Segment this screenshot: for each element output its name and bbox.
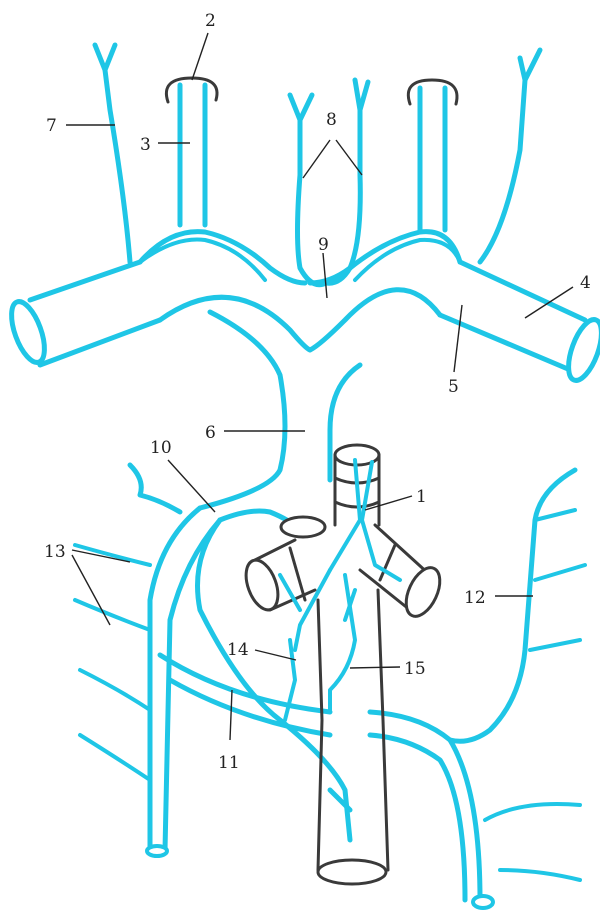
leader-8a	[303, 140, 330, 178]
leader-10	[168, 460, 215, 512]
number-labels: 1 2 3 4 5 6 7 8 9 10 11 12 13 14 15	[44, 11, 591, 773]
label-11: 11	[218, 753, 240, 773]
label-13: 13	[44, 542, 66, 562]
right-side-veins	[450, 470, 585, 880]
leader-11	[230, 690, 232, 740]
label-5: 5	[448, 377, 459, 397]
label-10: 10	[150, 438, 172, 458]
leader-2	[192, 33, 208, 80]
leader-9	[323, 253, 327, 298]
right-ring	[408, 80, 457, 104]
label-7: 7	[46, 116, 57, 136]
label-1: 1	[416, 487, 427, 507]
leader-13b	[72, 555, 110, 625]
label-15: 15	[404, 659, 426, 679]
left-tube-end	[5, 262, 160, 367]
label-8: 8	[326, 110, 337, 130]
label-4: 4	[580, 273, 591, 293]
leader-1	[365, 496, 412, 510]
label-6: 6	[205, 423, 216, 443]
leader-5	[454, 305, 462, 372]
label-14: 14	[227, 640, 249, 660]
right-tube-end	[440, 262, 600, 385]
label-12: 12	[464, 588, 486, 608]
left-ring-2	[166, 78, 217, 102]
upper-vein-network	[5, 45, 600, 508]
leader-15	[350, 667, 400, 668]
label-3: 3	[140, 135, 151, 155]
label-2: 2	[205, 11, 216, 31]
label-9: 9	[318, 235, 329, 255]
